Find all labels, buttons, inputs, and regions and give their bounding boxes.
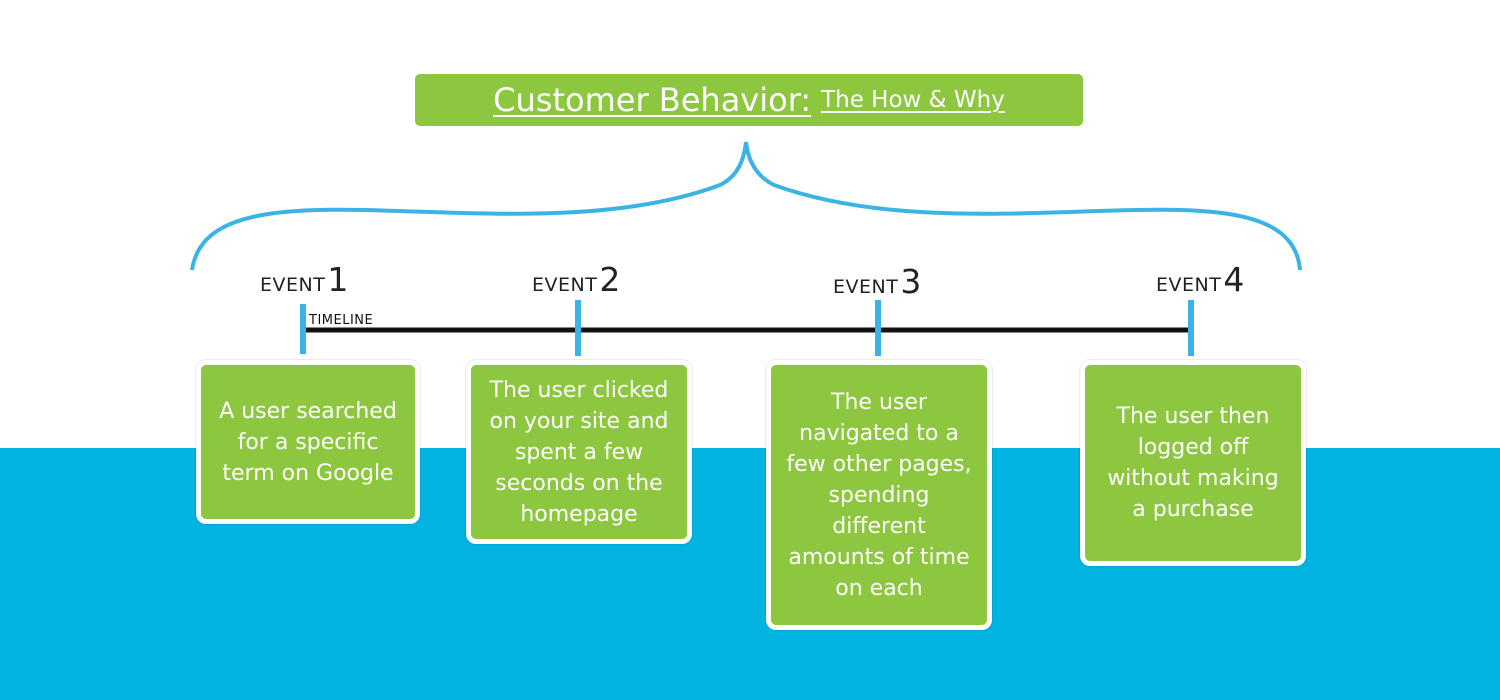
- event-3-label: EVENT3: [833, 262, 921, 301]
- event-number: 2: [599, 260, 621, 299]
- timeline-label: TIMELINE: [309, 313, 374, 328]
- event-1-description: A user searched for a specific term on G…: [219, 398, 397, 486]
- event-2-description: The user clicked on your site and spent …: [489, 377, 669, 527]
- event-2-label: EVENT2: [532, 260, 620, 299]
- event-word: EVENT: [532, 274, 598, 296]
- event-1-label: EVENT1: [260, 260, 348, 299]
- title-main: Customer Behavior:: [493, 81, 812, 119]
- event-number: 1: [327, 260, 349, 299]
- curly-brace: [190, 141, 1302, 271]
- event-word: EVENT: [260, 274, 326, 296]
- event-number: 3: [900, 262, 922, 301]
- event-4-description: The user then logged off without making …: [1107, 404, 1279, 522]
- event-4-label: EVENT4: [1156, 260, 1244, 299]
- event-word: EVENT: [1156, 274, 1222, 296]
- event-number: 4: [1223, 260, 1245, 299]
- title-sub: The How & Why: [821, 87, 1005, 113]
- title-banner: Customer Behavior: The How & Why: [415, 74, 1083, 126]
- event-4-card: The user then logged off without making …: [1080, 360, 1306, 566]
- event-3-description: The user navigated to a few other pages,…: [786, 389, 972, 601]
- event-2-card: The user clicked on your site and spent …: [466, 360, 692, 544]
- event-word: EVENT: [833, 276, 899, 298]
- event-3-card: The user navigated to a few other pages,…: [766, 360, 992, 630]
- event-1-card: A user searched for a specific term on G…: [196, 360, 420, 524]
